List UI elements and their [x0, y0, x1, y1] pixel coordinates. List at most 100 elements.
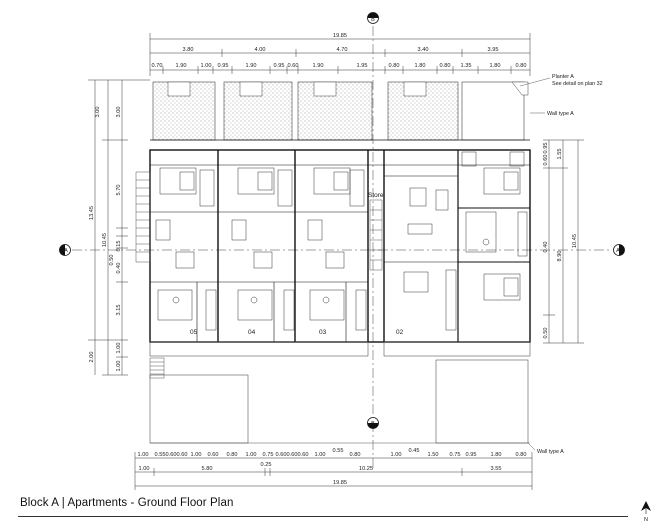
right-inner-dims: 0.60 0.95 0.40 0.50	[543, 143, 549, 339]
dim-bottom-detail: 0.55	[333, 448, 344, 454]
dim-bottom-detail: 0.60	[177, 452, 188, 458]
stairs	[135, 171, 383, 379]
dim-left-inner: 1.00	[116, 361, 122, 372]
wall-type-note-top: Wall type A	[547, 111, 574, 117]
dim-left-inner: 0.15	[116, 241, 122, 252]
dim-top-main: 4.70	[337, 47, 348, 53]
ground-areas	[149, 341, 531, 444]
dim-left-main: 2.00	[89, 352, 95, 363]
bottom-dimension-lines	[134, 452, 533, 490]
dim-right-inner: 0.95	[543, 143, 549, 154]
dim-right-inner: 0.50	[543, 328, 549, 339]
dim-bottom-detail: 0.60	[276, 452, 287, 458]
dim-bottom-detail: 0.75	[450, 452, 461, 458]
dim-top-detail: 0.95	[218, 63, 229, 69]
dim-top-main: 3.40	[418, 47, 429, 53]
dim-bottom-detail: 0.80	[516, 452, 527, 458]
unit-number-03: 03	[319, 329, 327, 336]
dim-left-inner: 3.15	[116, 305, 122, 316]
dim-top-detail: 0.60	[288, 63, 299, 69]
dim-bottom-detail: 1.50	[428, 452, 439, 458]
dim-top-detail: 1.90	[313, 63, 324, 69]
dim-top-detail: 1.35	[461, 63, 472, 69]
dim-right-main: 1.55	[557, 149, 563, 160]
wall-type-note-bottom: Wall type A	[537, 449, 564, 455]
north-label: N	[644, 517, 648, 523]
unit-number-02: 02	[396, 329, 404, 336]
planter-note: Planter A	[552, 74, 574, 80]
planter-detail-note: See detail on plan 32	[552, 81, 603, 87]
dim-top-overall: 19.85	[333, 33, 347, 39]
section-label-a: A	[616, 248, 620, 254]
dim-bottom-detail: 0.75	[263, 452, 274, 458]
dim-top-main: 3.95	[488, 47, 499, 53]
section-marker-b-bottom: B	[367, 417, 379, 429]
dim-left-inner: 0.40	[116, 263, 122, 274]
dim-right-overall: 10.45	[572, 234, 578, 248]
drawing-title: Block A | Apartments - Ground Floor Plan	[20, 497, 234, 509]
right-dimension-lines	[543, 139, 584, 344]
section-label-a: A	[64, 248, 68, 254]
title-underline	[18, 516, 628, 517]
dim-right-inner: 0.40	[543, 242, 549, 253]
dim-top-detail: 0.80	[516, 63, 527, 69]
dim-bottom-detail: 1.00	[315, 452, 326, 458]
dim-left-main: 10.45	[102, 233, 108, 247]
dim-left-overall: 13.45	[89, 206, 95, 220]
dim-top-detail: 1.80	[490, 63, 501, 69]
dim-bottom-detail: 0.60	[298, 452, 309, 458]
dim-bottom-main: 1.00	[139, 466, 150, 472]
dim-bottom-detail: 0.60	[208, 452, 219, 458]
dim-bottom-detail: 0.80	[227, 452, 238, 458]
dim-left-inner: 0.50	[109, 255, 115, 266]
dim-bottom-detail: 0.55	[155, 452, 166, 458]
dim-bottom-main: 0.25	[261, 462, 272, 468]
dim-bottom-main: 5.80	[202, 466, 213, 472]
dim-top-detail: 0.95	[274, 63, 285, 69]
dim-top-detail: 0.80	[440, 63, 451, 69]
dim-bottom-detail: 0.80	[350, 452, 361, 458]
dim-top-main: 4.00	[255, 47, 266, 53]
dim-left-inner: 1.00	[116, 343, 122, 354]
dim-left-inner: 5.70	[116, 185, 122, 196]
north-arrow-icon: N	[641, 501, 651, 523]
dim-top-main: 3.80	[183, 47, 194, 53]
dim-bottom-detail: 1.00	[246, 452, 257, 458]
dim-left-main: 3.00	[95, 107, 101, 118]
bottom-detail-dims: 1.00 0.55 0.60 0.60 1.00 0.60 0.80 1.00 …	[138, 448, 527, 458]
unit-number-05: 05	[190, 329, 198, 336]
dim-bottom-main: 10.25	[359, 466, 373, 472]
dim-bottom-detail: 1.80	[491, 452, 502, 458]
dim-top-detail: 1.90	[246, 63, 257, 69]
dim-top-detail: 0.70	[152, 63, 163, 69]
dim-bottom-detail: 0.45	[409, 448, 420, 454]
section-marker-b-top: B	[367, 12, 379, 470]
dim-top-detail: 1.90	[176, 63, 187, 69]
section-marker-a-right: A	[613, 244, 625, 256]
dim-bottom-detail: 0.60	[287, 452, 298, 458]
dim-top-detail: 1.80	[415, 63, 426, 69]
furniture	[155, 151, 528, 331]
left-dimension-lines	[88, 79, 150, 376]
dim-bottom-detail: 0.60	[166, 452, 177, 458]
section-marker-a-left: A	[59, 244, 612, 256]
dim-bottom-overall: 19.85	[333, 480, 347, 486]
store-label: Store	[368, 192, 384, 199]
top-dimension-lines	[149, 33, 531, 76]
dim-top-detail: 0.80	[389, 63, 400, 69]
dim-top-detail: 1.00	[201, 63, 212, 69]
dim-right-main: 8.90	[557, 251, 563, 262]
top-detail-dims: 0.70 1.90 1.00 0.95 1.90 0.95 0.60 1.90 …	[152, 63, 527, 69]
dim-bottom-main: 3.55	[491, 466, 502, 472]
dim-top-detail: 1.95	[357, 63, 368, 69]
section-label-b: B	[371, 17, 375, 23]
dim-bottom-detail: 1.00	[138, 452, 149, 458]
leader-line	[519, 77, 551, 87]
section-label-b: B	[371, 421, 375, 427]
unit-number-04: 04	[248, 329, 256, 336]
dim-bottom-detail: 1.00	[391, 452, 402, 458]
leader-line	[527, 442, 536, 451]
building-walls	[149, 139, 531, 343]
planters	[152, 81, 529, 141]
